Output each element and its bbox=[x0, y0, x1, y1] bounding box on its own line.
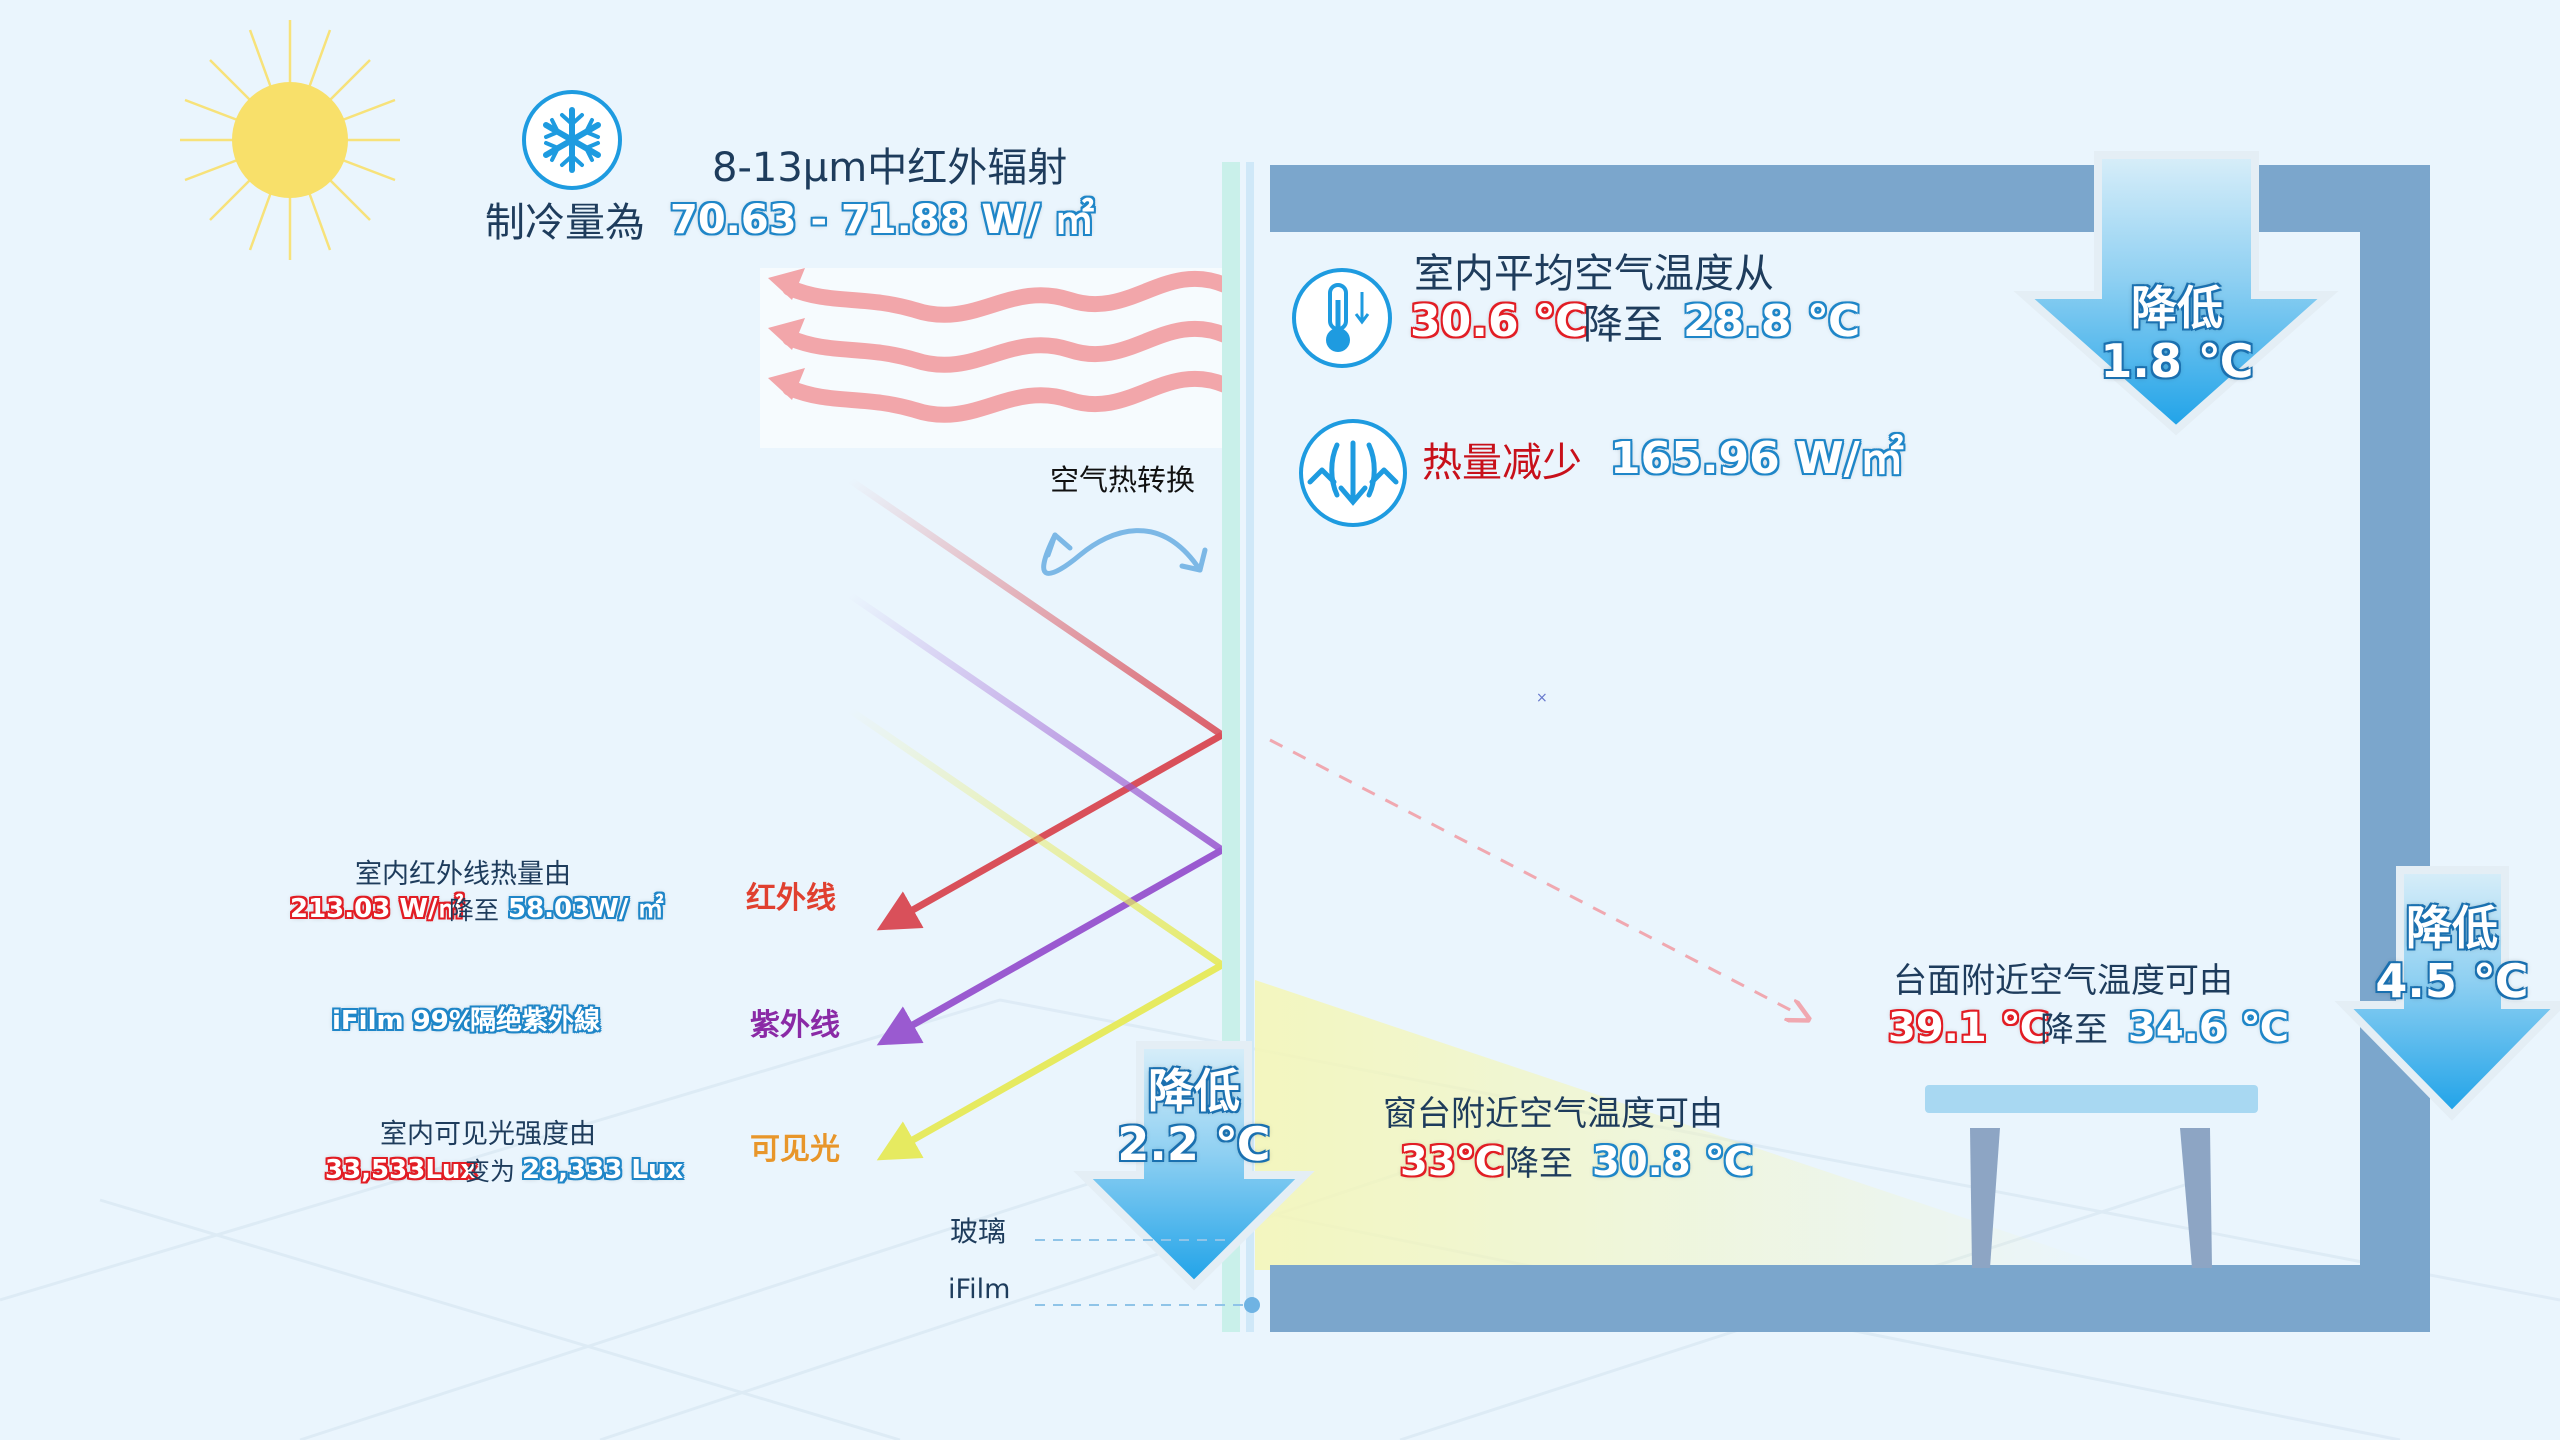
ceiling-drop-line2: 1.8 ℃ bbox=[2100, 333, 2254, 388]
cooling-title: 8-13μm中红外辐射 bbox=[712, 145, 1068, 191]
wall-drop-label: 降低 4.5 ℃ bbox=[2372, 902, 2532, 1008]
indoor-temp-title: 室内平均空气温度从 bbox=[1414, 251, 1774, 297]
sill-temp-from: 33℃ bbox=[1400, 1139, 1505, 1185]
ir-info-to: 58.03W/ ㎡ bbox=[508, 894, 664, 924]
cooling-label: 制冷量為 bbox=[485, 200, 645, 246]
light-beam bbox=[1255, 980, 2120, 1270]
sill-temp-title: 窗台附近空气温度可由 bbox=[1383, 1094, 1723, 1134]
sill-temp-mid: 降至 bbox=[1505, 1144, 1573, 1184]
ray-label-uv: 紫外线 bbox=[750, 1008, 840, 1043]
window-drop-line1: 降低 bbox=[1148, 1064, 1240, 1118]
window-drop-arrow bbox=[1073, 1041, 1315, 1291]
cooling-value: 70.63 - 71.88 W/ ㎡ bbox=[670, 197, 1095, 243]
wall-drop-arrow bbox=[2334, 866, 2560, 1121]
table-temp-title: 台面附近空气温度可由 bbox=[1893, 961, 2233, 1001]
thermometer-icon bbox=[1292, 268, 1392, 368]
transmitted-ray bbox=[1269, 738, 1800, 1015]
ifilm-label: iFilm bbox=[948, 1274, 1011, 1305]
uv-info-text: 隔绝紫外線 bbox=[470, 1006, 601, 1036]
heat-value: 165.96 W/㎡ bbox=[1610, 433, 1904, 484]
table bbox=[1925, 1085, 2258, 1268]
ray-label-visible: 可见光 bbox=[750, 1132, 840, 1167]
table-temp-to: 34.6 ℃ bbox=[2128, 1005, 2290, 1051]
glass-pane bbox=[1222, 162, 1240, 1332]
wall-drop-line2: 4.5 ℃ bbox=[2375, 953, 2529, 1008]
indoor-temp-to: 28.8 ℃ bbox=[1683, 296, 1861, 347]
ceiling-drop-arrow bbox=[2013, 151, 2339, 436]
vis-info-mid: 变为 bbox=[465, 1157, 516, 1186]
window-drop-label: 降低 2.2 ℃ bbox=[1112, 1065, 1276, 1171]
ir-info-title: 室内红外线热量由 bbox=[355, 859, 571, 890]
tiny-marker: × bbox=[1536, 690, 1548, 706]
snowflake-icon bbox=[522, 90, 622, 190]
ceiling-drop-label: 降低 1.8 ℃ bbox=[2092, 282, 2262, 388]
ir-info-from: 213.03 W/㎡ bbox=[290, 894, 464, 924]
wall-drop-line1: 降低 bbox=[2406, 901, 2498, 955]
sun-icon bbox=[180, 20, 400, 260]
table-temp-mid: 降至 bbox=[2040, 1010, 2108, 1050]
exchange-label: 空气热转换 bbox=[1050, 463, 1196, 497]
glass-label: 玻璃 bbox=[950, 1215, 1007, 1248]
ray-visible bbox=[848, 707, 1224, 1161]
uv-info-value: iFilm 99% bbox=[332, 1006, 475, 1036]
glass-leaders bbox=[1035, 1239, 1248, 1306]
ir-info-mid: 降至 bbox=[449, 896, 500, 925]
vis-info-from: 33,533Lux bbox=[325, 1155, 478, 1185]
vis-info-title: 室内可见光强度由 bbox=[380, 1119, 596, 1150]
ray-ir bbox=[848, 477, 1224, 931]
window-drop-line2: 2.2 ℃ bbox=[1117, 1116, 1271, 1171]
ray-uv bbox=[848, 592, 1224, 1046]
sill-temp-to: 30.8 ℃ bbox=[1592, 1139, 1754, 1185]
heat-reduce-icon bbox=[1299, 419, 1407, 527]
ray-label-ir: 红外线 bbox=[746, 881, 836, 916]
ifilm-dot bbox=[1244, 1297, 1260, 1313]
mid-ir-waves bbox=[760, 268, 1233, 448]
vis-info-to: 28,333 Lux bbox=[522, 1155, 684, 1185]
air-exchange-icon bbox=[1041, 528, 1208, 576]
ifilm-layer bbox=[1246, 162, 1254, 1332]
ceiling-drop-line1: 降低 bbox=[2131, 281, 2223, 335]
indoor-temp-mid: 降至 bbox=[1583, 302, 1663, 348]
table-temp-from: 39.1 ℃ bbox=[1888, 1005, 2050, 1051]
indoor-temp-from: 30.6 ℃ bbox=[1410, 296, 1588, 347]
heat-label: 热量减少 bbox=[1422, 440, 1582, 486]
